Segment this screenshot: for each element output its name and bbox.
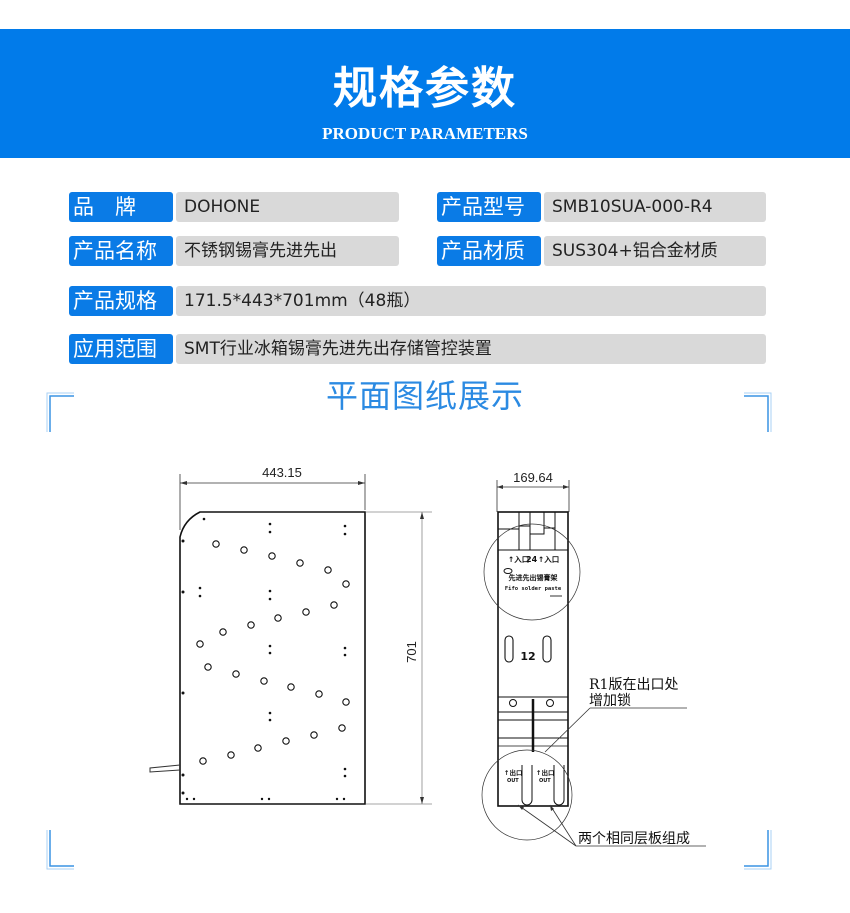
spec-value-name: 不锈钢锡膏先进先出 — [176, 236, 399, 266]
spec-label-name: 产品名称 — [69, 236, 173, 266]
spec-label-size: 产品规格 — [69, 286, 173, 316]
panel-count-top: 24 — [526, 555, 538, 564]
corner-bracket-bottom-left — [46, 830, 74, 870]
spec-row-model: 产品型号 SMB10SUA-000-R4 — [437, 192, 766, 222]
page-title: 规格参数 — [333, 63, 517, 114]
corner-bracket-bottom-right — [744, 830, 772, 870]
header-banner: 规格参数 PRODUCT PARAMETERS — [0, 29, 850, 158]
side-width-dim: 443.15 — [262, 465, 302, 480]
spec-label-brand: 品 牌 — [69, 192, 173, 222]
technical-drawing: 443.15 701 — [149, 465, 706, 847]
front-view: 169.64 ↑入口 24 ↑入口 先进先出锡膏架 Fifo solder pa… — [481, 470, 706, 847]
svg-text:↑出口: ↑出口 — [536, 768, 554, 777]
spec-label-application: 应用范围 — [69, 334, 173, 364]
section-title: 平面图纸展示 — [325, 377, 524, 415]
spec-row-application: 应用范围 SMT行业冰箱锡膏先进先出存储管控装置 — [69, 334, 766, 364]
corner-bracket-top-left — [46, 392, 74, 432]
panel-text-en: Fifo solder paste — [505, 586, 562, 592]
spec-value-application: SMT行业冰箱锡膏先进先出存储管控装置 — [176, 334, 766, 364]
side-height-dim: 701 — [404, 641, 419, 663]
spec-value-model: SMB10SUA-000-R4 — [544, 192, 766, 222]
side-view: 443.15 701 — [149, 465, 432, 805]
middle-count: 12 — [520, 650, 535, 663]
page-subtitle: PRODUCT PARAMETERS — [322, 124, 528, 143]
spec-value-brand: DOHONE — [176, 192, 399, 222]
corner-bracket-top-right — [744, 392, 772, 432]
lock-note-line2: 增加锁 — [589, 693, 631, 709]
svg-text:OUT: OUT — [507, 778, 519, 784]
lock-note-line1: R1版在出口处 — [589, 677, 678, 693]
spec-label-material: 产品材质 — [437, 236, 541, 266]
spec-value-material: SUS304+铝合金材质 — [544, 236, 766, 266]
layers-note: 两个相同层板组成 — [578, 831, 690, 847]
spec-row-size: 产品规格 171.5*443*701mm（48瓶） — [69, 286, 766, 316]
svg-text:↑入口: ↑入口 — [508, 555, 529, 564]
spec-row-name: 产品名称 不锈钢锡膏先进先出 — [69, 236, 399, 266]
front-width-dim: 169.64 — [513, 470, 553, 485]
svg-text:OUT: OUT — [539, 778, 551, 784]
spec-label-model: 产品型号 — [437, 192, 541, 222]
spec-row-brand: 品 牌 DOHONE — [69, 192, 399, 222]
spec-value-size: 171.5*443*701mm（48瓶） — [176, 286, 766, 316]
panel-text-cn: 先进先出锡膏架 — [509, 573, 558, 582]
svg-text:↑出口: ↑出口 — [504, 768, 522, 777]
spec-row-material: 产品材质 SUS304+铝合金材质 — [437, 236, 766, 266]
svg-text:↑入口: ↑入口 — [538, 555, 559, 564]
